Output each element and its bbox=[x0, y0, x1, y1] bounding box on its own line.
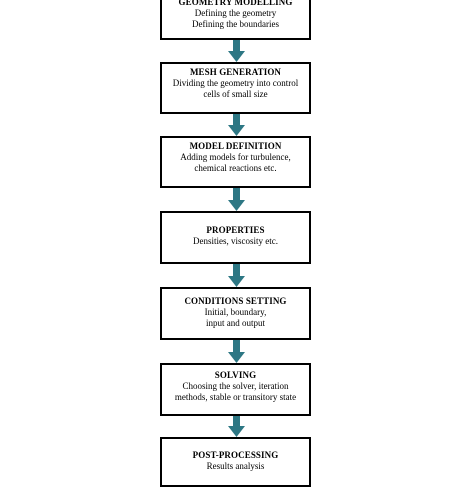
step-title: MESH GENERATION bbox=[189, 67, 282, 77]
step-description-line: Defining the geometry bbox=[194, 8, 277, 18]
flow-arrow-icon bbox=[228, 40, 245, 62]
step-title: SOLVING bbox=[214, 370, 257, 380]
step-description-line: Defining the boundaries bbox=[192, 19, 279, 29]
step-description-line: cells of small size bbox=[203, 89, 268, 99]
step-description-line: Adding models for turbulence, bbox=[180, 152, 291, 162]
step-description-line: Densities, viscosity etc. bbox=[193, 236, 278, 246]
flow-arrow-icon bbox=[228, 264, 245, 287]
step-solving: SOLVING Choosing the solver, iteration m… bbox=[160, 363, 311, 416]
step-title: POST-PROCESSING bbox=[192, 450, 279, 460]
step-title: MODEL DEFINITION bbox=[189, 141, 282, 151]
step-description-line: Dividing the geometry into control bbox=[172, 78, 299, 88]
flow-arrow-icon bbox=[228, 340, 245, 363]
step-description-line: input and output bbox=[206, 318, 265, 328]
step-geometry-modelling: GEOMETRY MODELLING Defining the geometry… bbox=[160, 0, 311, 40]
step-description-line: Choosing the solver, iteration bbox=[182, 381, 289, 391]
step-conditions-setting: CONDITIONS SETTING Initial, boundary, in… bbox=[160, 287, 311, 340]
step-title: GEOMETRY MODELLING bbox=[178, 0, 293, 7]
step-description-line: Initial, boundary, bbox=[204, 307, 267, 317]
step-model-definition: MODEL DEFINITION Adding models for turbu… bbox=[160, 136, 311, 188]
step-post-processing: POST-PROCESSING Results analysis bbox=[160, 437, 311, 487]
flow-arrow-icon bbox=[228, 188, 245, 211]
step-properties: PROPERTIES Densities, viscosity etc. bbox=[160, 211, 311, 264]
flow-arrow-icon bbox=[228, 114, 245, 136]
step-description-line: Results analysis bbox=[206, 461, 265, 471]
step-description-line: methods, stable or transitory state bbox=[174, 392, 297, 402]
flow-arrow-icon bbox=[228, 416, 245, 437]
step-mesh-generation: MESH GENERATION Dividing the geometry in… bbox=[160, 62, 311, 114]
step-title: CONDITIONS SETTING bbox=[184, 296, 287, 306]
step-title: PROPERTIES bbox=[206, 225, 265, 235]
step-description-line: chemical reactions etc. bbox=[194, 163, 277, 173]
